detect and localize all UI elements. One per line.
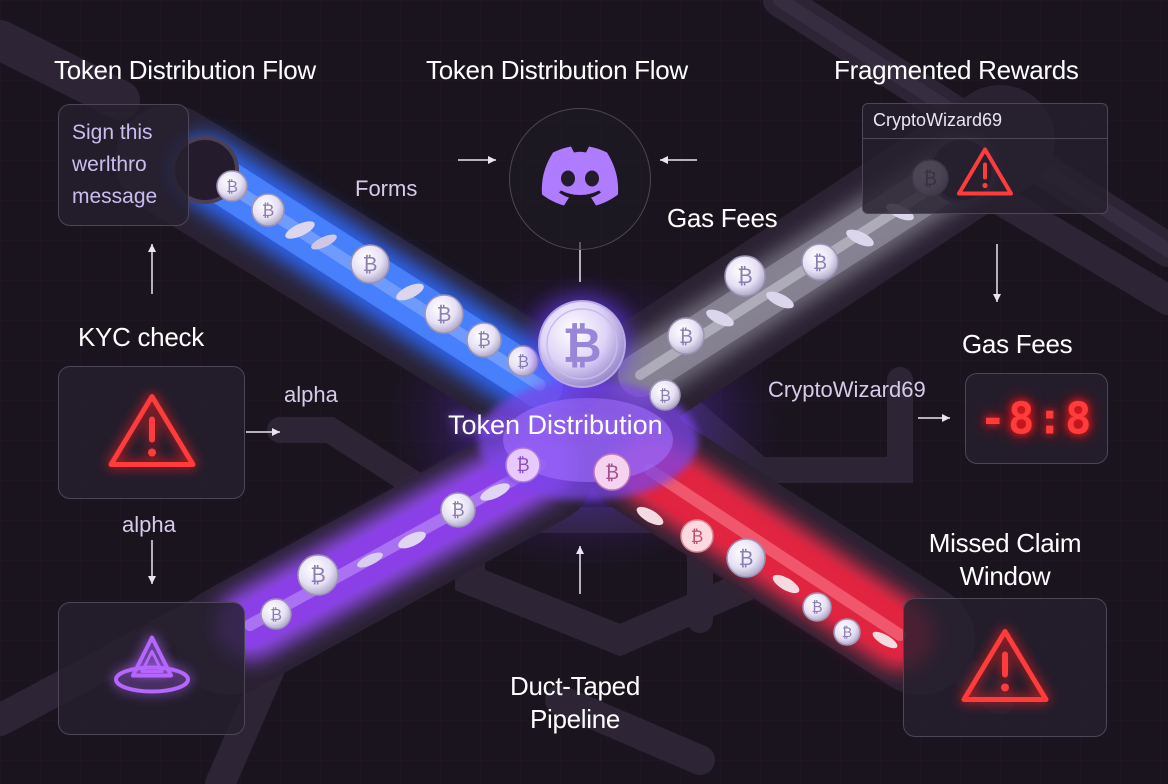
bitcoin-coin-icon: ₿ (297, 554, 339, 596)
top-center-title: Token Distribution Flow (426, 55, 688, 85)
crypto-mid-label: CryptoWizard69 (768, 377, 926, 402)
svg-text:₿: ₿ (739, 546, 754, 570)
svg-text:₿: ₿ (811, 598, 822, 616)
svg-text:₿: ₿ (813, 252, 827, 274)
bitcoin-coin-icon: ₿ (424, 294, 464, 334)
bitcoin-coin-icon: ₿ (802, 592, 832, 622)
svg-text:₿: ₿ (679, 326, 693, 348)
discord-icon (541, 146, 619, 212)
alpha-mid-label: alpha (284, 382, 338, 407)
bitcoin-coin-icon: ₿ (726, 538, 766, 578)
svg-text:₿: ₿ (605, 462, 619, 484)
bitcoin-coin-icon: ₿ (532, 294, 632, 394)
hub-core (503, 398, 673, 482)
svg-text:₿: ₿ (451, 500, 464, 521)
bitcoin-coin-icon: ₿ (440, 492, 476, 528)
warning-triangle-icon (105, 390, 199, 475)
svg-text:₿: ₿ (691, 527, 704, 547)
svg-text:₿: ₿ (659, 386, 671, 405)
timer-card: -8:8 (965, 373, 1108, 464)
gas-fees-upper-label: Gas Fees (667, 203, 778, 233)
svg-text:₿: ₿ (737, 264, 753, 288)
bitcoin-coin-icon: ₿ (350, 244, 390, 284)
svg-text:₿: ₿ (516, 455, 529, 476)
svg-text:₿: ₿ (562, 318, 601, 374)
svg-text:₿: ₿ (270, 605, 282, 624)
card-divider (863, 138, 1107, 139)
kyc-check-label: KYC check (78, 322, 204, 352)
logo-card (58, 602, 245, 735)
bitcoin-coin-icon: ₿ (833, 618, 861, 646)
arrowheads (148, 156, 1001, 584)
svg-text:₿: ₿ (310, 563, 326, 587)
bitcoin-coin-icon: ₿ (466, 322, 502, 358)
pipe-red-glow (615, 435, 935, 670)
top-left-title: Token Distribution Flow (54, 55, 316, 85)
svg-text:₿: ₿ (363, 252, 378, 276)
svg-text:₿: ₿ (262, 201, 275, 221)
bitcoin-coin-icon: ₿ (216, 170, 248, 202)
bitcoin-coin-icon: ₿ (667, 317, 705, 355)
bitcoin-coin-icon: ₿ (649, 379, 681, 411)
center-title: Token Distribution (448, 410, 663, 440)
warning-triangle-icon (955, 146, 1015, 203)
bitcoin-coin-icon: ₿ (593, 453, 631, 491)
bitcoin-coin-icon: ₿ (505, 447, 541, 483)
svg-text:₿: ₿ (437, 302, 452, 326)
sign-message-text: Sign this werlthro message (72, 121, 158, 208)
timer-display: -8:8 (979, 393, 1094, 444)
triangle-ring-logo-icon (107, 631, 197, 706)
svg-text:₿: ₿ (517, 352, 529, 371)
warning-triangle-icon (958, 625, 1052, 710)
kyc-warning-card (58, 366, 245, 499)
missed-claim-warning-card (903, 598, 1107, 737)
alpha-left-label: alpha (122, 512, 176, 537)
top-right-title: Fragmented Rewards (834, 55, 1079, 85)
gas-fees-right-label: Gas Fees (962, 329, 1073, 359)
bitcoin-coin-icon: ₿ (724, 255, 766, 297)
bitcoin-coin-icon: ₿ (260, 598, 292, 630)
duct-taped-label: Duct-Taped Pipeline (510, 671, 640, 734)
discord-node[interactable] (509, 108, 651, 250)
crypto-warning-card: CryptoWizard69 (862, 103, 1108, 214)
svg-text:₿: ₿ (477, 330, 490, 351)
crypto-username: CryptoWizard69 (873, 110, 1003, 130)
svg-text:₿: ₿ (842, 625, 852, 641)
missed-claim-label: Missed Claim Window (928, 528, 1082, 591)
svg-text:₿: ₿ (226, 177, 238, 196)
bitcoin-coin-icon: ₿ (801, 243, 839, 281)
bitcoin-coin-icon: ₿ (680, 519, 714, 553)
bitcoin-coin-icon: ₿ (251, 193, 285, 227)
forms-label: Forms (355, 176, 418, 201)
sign-message-card: Sign this werlthro message (58, 104, 189, 226)
